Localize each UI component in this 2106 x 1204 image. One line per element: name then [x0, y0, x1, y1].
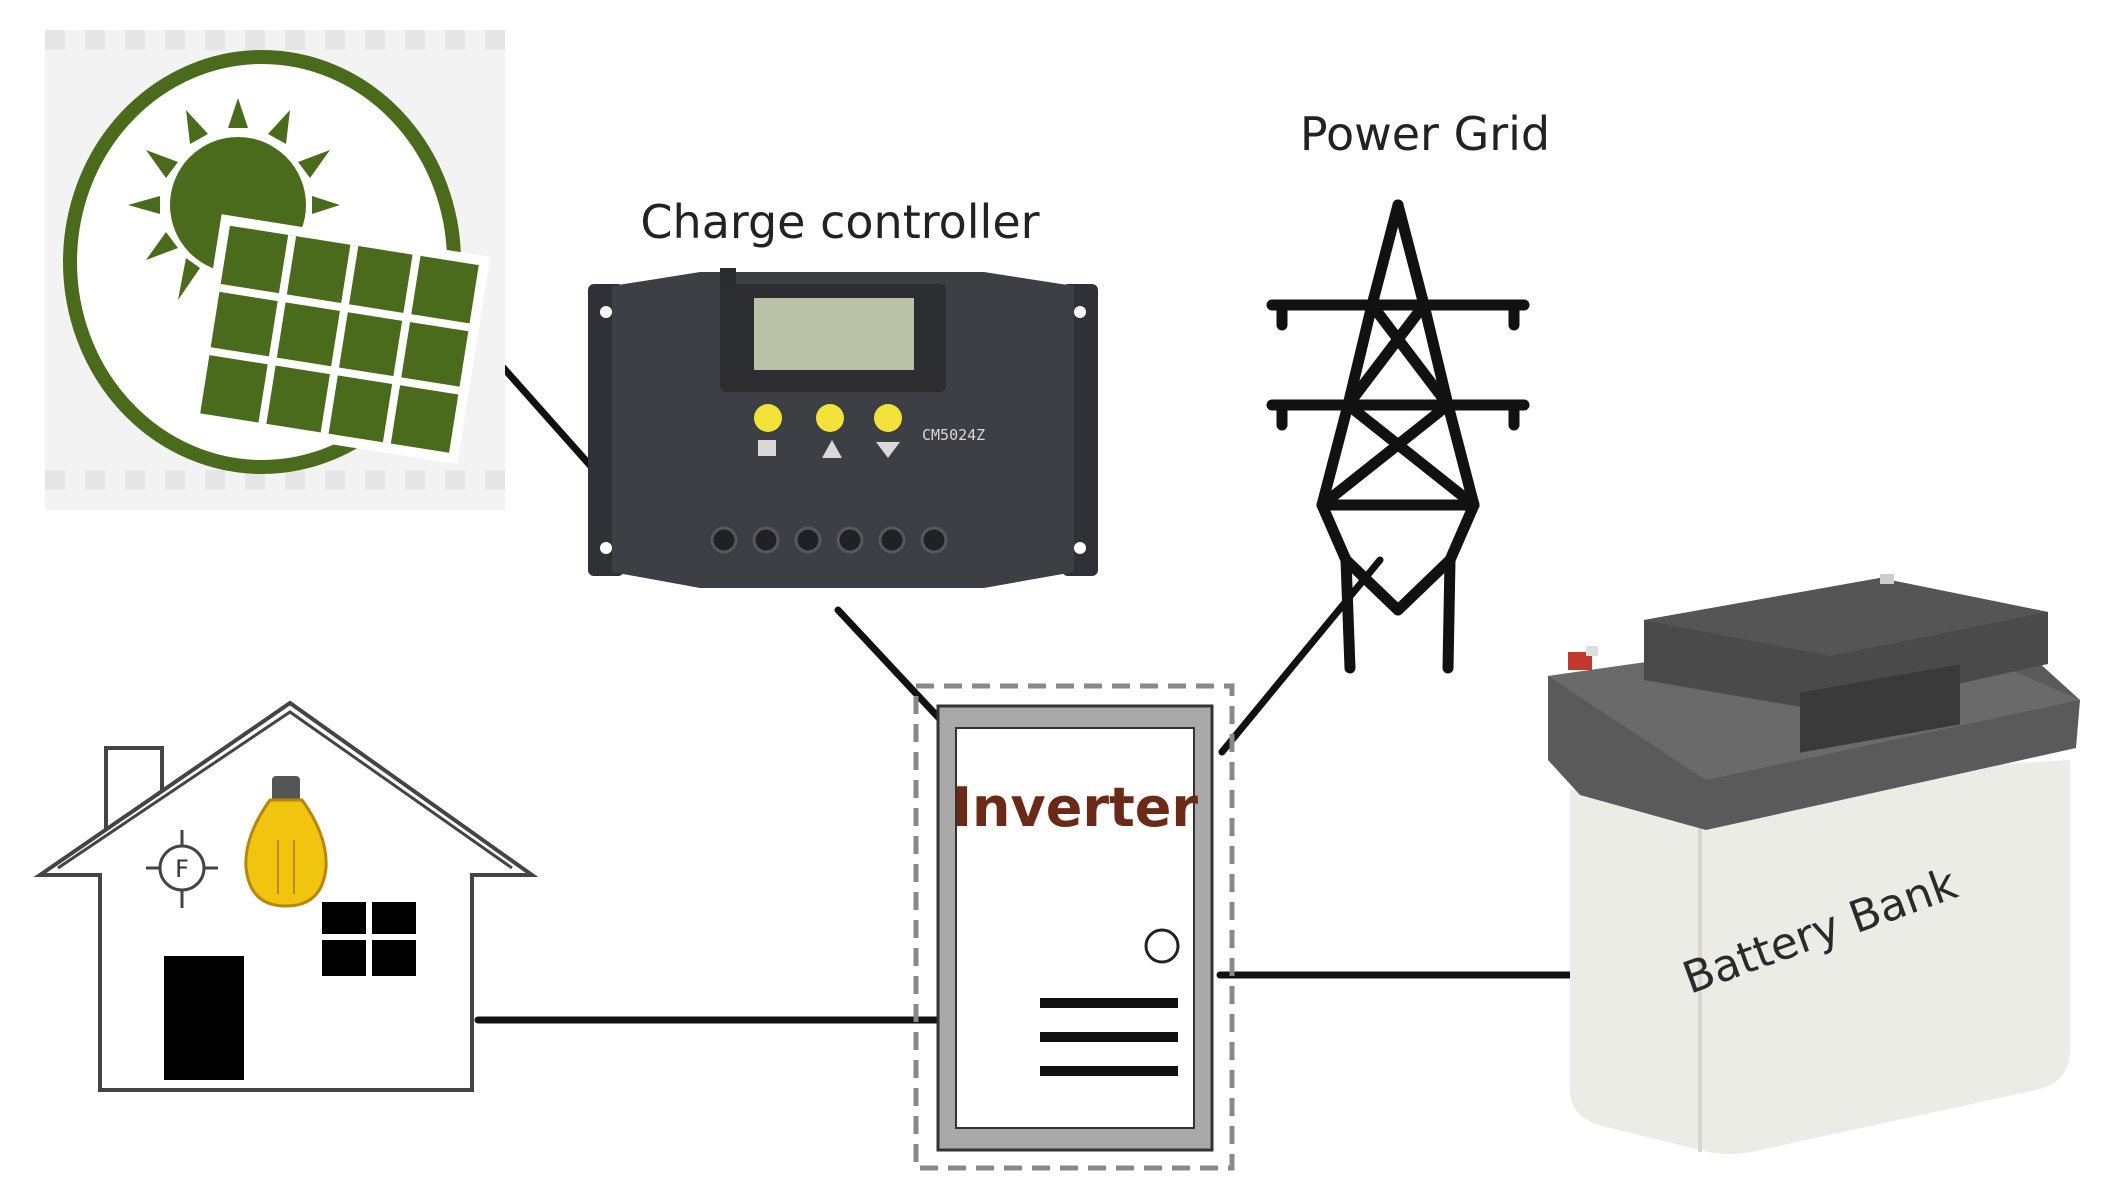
inverter-power-indicator — [1144, 928, 1180, 964]
solar-panel-sun-icon — [45, 30, 505, 510]
fan-icon: F — [146, 830, 218, 908]
inverter-icon: Inverter — [913, 683, 1235, 1171]
wire-grid-to-inverter — [1218, 556, 1384, 756]
fan-symbol: F — [175, 855, 189, 883]
controller-model-text: CM5024Z — [922, 426, 985, 444]
house-window — [322, 902, 416, 976]
charge-controller-label: Charge controller — [640, 195, 1039, 249]
light-bulb-icon — [244, 776, 328, 908]
wire-controller-to-inverter — [834, 606, 956, 736]
inverter-label: Inverter — [952, 776, 1198, 839]
power-grid-tower-icon — [1266, 199, 1530, 674]
battery-icon: Battery Bank — [1548, 574, 2080, 1154]
power-grid-label: Power Grid — [1300, 107, 1550, 161]
charge-controller-icon: CM5024Z — [588, 268, 1098, 588]
